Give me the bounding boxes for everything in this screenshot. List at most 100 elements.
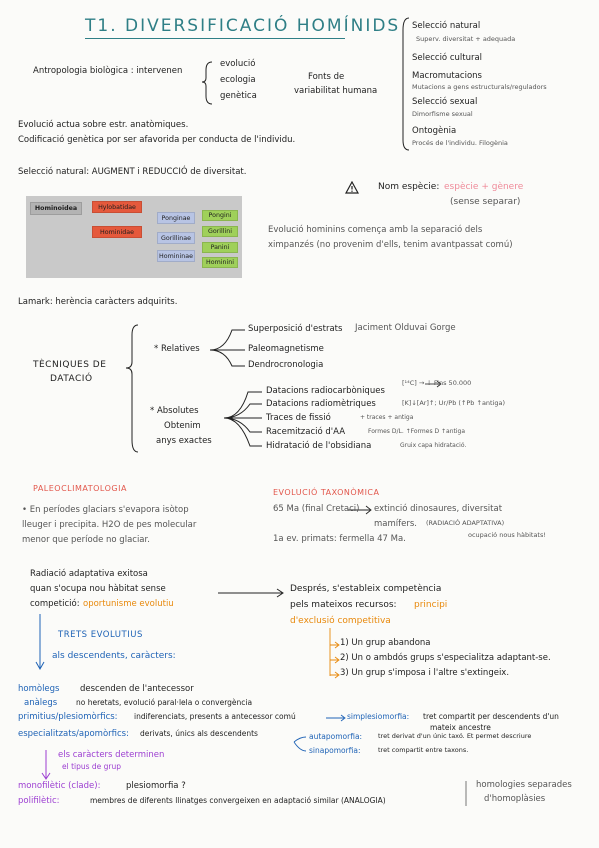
relatives-label: * Relatives (154, 344, 200, 354)
def-especialitzats: derivats, únics als descendents (140, 729, 258, 738)
hominins-note-1: Evolució hominins comença amb la separac… (268, 225, 483, 235)
tax-hylobatidae: Hylobatidae (92, 201, 142, 213)
def-simplesiomorfia-1: tret compartit per descendents d'un (423, 712, 559, 721)
source-ontogenia: Ontogènia (412, 126, 457, 136)
radiacio-line-1: Radiació adaptativa exitosa (30, 569, 148, 579)
absolute-note-1: [¹⁴C] → ↓ Fins 50.000 (402, 379, 472, 387)
fonts-label: Fonts de (308, 72, 345, 82)
source-note-1: Superv. diversitat + adequada (416, 35, 516, 43)
def-sinapomorfia: tret compartit entre taxons. (378, 746, 469, 754)
nom-especie-label: Nom espècie: (378, 182, 440, 192)
def-primitius: indiferenciats, presents a antecessor co… (134, 712, 296, 721)
term-sinapomorfia: sinapomorfia: (309, 746, 361, 755)
radiacio-right-1: Després, s'estableix competència (290, 584, 442, 594)
term-analegs: anàlegs (24, 698, 58, 708)
source-note-5: Procés de l'individu. Filogènia (412, 139, 508, 147)
warning-icon (344, 179, 360, 194)
evotax-mamifers: mamífers. (374, 519, 417, 529)
absolute-note-4: Formes D/L. ↑Formes D ↑antiga (368, 428, 466, 435)
homologies-line-1: homologies separades (476, 780, 572, 790)
absolute-fissio: Traces de fissió (266, 413, 331, 423)
caracters-line-1: els caràcters determinen (58, 750, 165, 760)
antropologia-text: Antropologia biològica : intervenen (33, 66, 183, 76)
source-seleccio-natural: Selecció natural (412, 21, 481, 31)
lamark-text: Lamark: herència caràcters adquirits. (18, 297, 178, 307)
caracters-line-2: el tipus de grup (62, 762, 122, 771)
absolutes-anys: anys exactes (156, 436, 212, 446)
absolutes-obtenim: Obtenim (164, 421, 201, 431)
dating-title-1: TÈCNIQUES DE (33, 360, 107, 370)
absolute-obsidiana: Hidratació de l'obsidiana (266, 441, 372, 451)
paleo-line-3: menor que període no glaciar. (22, 535, 150, 545)
source-macromutacions: Macromutacions (412, 71, 482, 81)
source-seleccio-cultural: Selecció cultural (412, 53, 483, 63)
def-polifiletic: membres de diferents llinatges convergei… (90, 796, 386, 805)
title-underline (85, 38, 345, 39)
tax-hominini: Hominini (202, 257, 238, 268)
factor-ecologia: ecologia (220, 75, 256, 85)
trets-subtitle: als descendents, caràcters: (52, 651, 176, 661)
evotax-primats: 1a ev. primats: fermella 47 Ma. (273, 534, 406, 544)
option-1: 1) Un grup abandona (340, 638, 431, 648)
paleo-line-1: • En períodes glaciars s'evapora isòtop (22, 505, 189, 515)
absolute-note-3: + traces + antiga (360, 414, 414, 421)
factor-evolucio: evolució (220, 59, 256, 69)
source-note-3: Mutacions a gens estructurals/reguladors (412, 83, 547, 91)
seleccio-natural-text: Selecció natural: AUGMENT i REDUCCIÓ de … (18, 167, 247, 177)
term-simplesiomorfia: simplesiomorfia: (347, 712, 410, 721)
tax-panini: Panini (202, 242, 238, 253)
relative-superposicio: Superposició d'estrats (248, 324, 343, 334)
evotax-ocupacio: ocupació nous hàbitats! (468, 531, 546, 539)
option-3: 3) Un grup s'imposa i l'altre s'extingei… (340, 668, 510, 678)
radiacio-right-3: d'exclusió competitiva (290, 616, 391, 626)
relative-dendrocronologia: Dendrocronologia (248, 360, 324, 370)
def-autapomorfia: tret derivat d'un únic taxó. Et permet d… (378, 732, 532, 740)
term-polifiletic: polifilètic: (18, 796, 60, 806)
radiacio-right-2b: principi (414, 600, 448, 610)
tax-pongini: Pongini (202, 210, 238, 221)
dating-title-2: DATACIÓ (50, 374, 93, 384)
hominins-note-2: ximpanzés (no provenim d'ells, tenim ava… (268, 240, 513, 250)
absolutes-label: * Absolutes (150, 406, 199, 416)
term-homolegs: homòlegs (18, 684, 60, 694)
term-primitius: primitius/plesiomòrfics: (18, 712, 118, 722)
paleo-line-2: lleuger i precipita. H2O de pes molecula… (22, 520, 197, 530)
nom-especie-note: (sense separar) (450, 197, 521, 207)
absolute-note-2: [K]↓[Ar]↑; Ur/Pb (↑Pb ↑antiga) (402, 399, 506, 407)
absolute-radiocarboniques: Datacions radiocarbòniques (266, 386, 385, 396)
def-homolegs: descenden de l'antecessor (80, 684, 194, 694)
tax-hominoidea: Hominoidea (30, 202, 82, 215)
evotax-65ma: 65 Ma (final Cretaci) (273, 504, 360, 514)
radiacio-line-2: quan s'ocupa nou hàbitat sense (30, 584, 166, 594)
tax-gorillinae: Gorillinae (157, 232, 195, 244)
evolucio-line-2: Codificació genètica por ser afavorida p… (18, 135, 296, 145)
option-2: 2) Un o ambdós grups s'especialitza adap… (340, 653, 551, 663)
source-note-4: Dimorfisme sexual (412, 110, 473, 118)
radiacio-line-3b: oportunisme evolutiu (83, 599, 174, 609)
trets-title: TRETS EVOLUTIUS (58, 630, 143, 640)
tax-homininae: Homininae (157, 250, 195, 262)
evotax-extincio: extinció dinosaures, diversitat (374, 504, 503, 514)
def-analegs: no heretats, evolució paral·lela o conve… (76, 698, 253, 707)
evotax-radiacio: (RADIACIÓ ADAPTATIVA) (426, 519, 505, 527)
radiacio-right-2a: pels mateixos recursos: (290, 600, 397, 610)
def-monofiletic: plesiomorfia ? (126, 781, 186, 791)
radiacio-line-3a: competició: (30, 599, 80, 609)
absolute-racemitzacio: Racemització d'AA (266, 427, 346, 437)
paleo-title: PALEOCLIMATOLOGIA (33, 484, 127, 493)
term-autapomorfia: autapomorfia: (309, 732, 363, 741)
term-especialitzats: especialitzats/apomòrfics: (18, 729, 129, 739)
evolucio-line-1: Evolució actua sobre estr. anatòmiques. (18, 120, 189, 130)
nom-especie-value: espècie + gènere (444, 182, 524, 192)
fonts-label-2: variabilitat humana (294, 86, 378, 96)
page-title: T1. DIVERSIFICACIÓ HOMÍNIDS (85, 16, 401, 36)
absolute-note-5: Gruix capa hidratació. (400, 442, 467, 449)
relative-paleomagnetisme: Paleomagnetisme (248, 344, 324, 354)
evotax-title: EVOLUCIÓ TAXONÒMICA (273, 488, 380, 497)
relative-note-olduvai: Jaciment Olduvai Gorge (355, 323, 456, 333)
tax-hominidae: Hominidae (92, 226, 142, 238)
factor-genetica: genètica (220, 91, 257, 101)
absolute-radiometriques: Datacions radiomètriques (266, 399, 376, 409)
tax-ponginae: Ponginae (157, 212, 195, 224)
term-monofiletic: monofilètic (clade): (18, 781, 101, 791)
